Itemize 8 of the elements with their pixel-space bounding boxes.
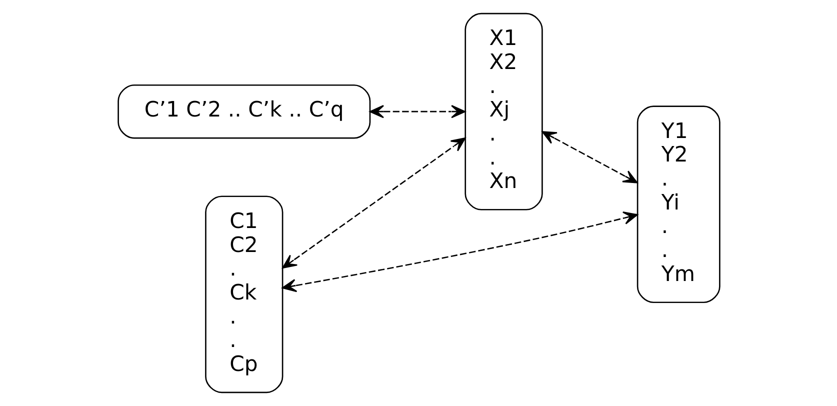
arrow <box>541 131 638 184</box>
node-box: Y1 Y2 . Yi . . Ym <box>636 106 720 304</box>
arrow <box>281 212 638 292</box>
node-box: C1 C2 . Ck . . Cp <box>204 196 283 394</box>
node-box: X1 X2 . Xj . . Xn <box>464 12 542 210</box>
arrow <box>282 138 466 268</box>
node-box: C’1 C’2 .. C’k .. C’q <box>117 84 370 139</box>
arrow <box>369 104 466 118</box>
